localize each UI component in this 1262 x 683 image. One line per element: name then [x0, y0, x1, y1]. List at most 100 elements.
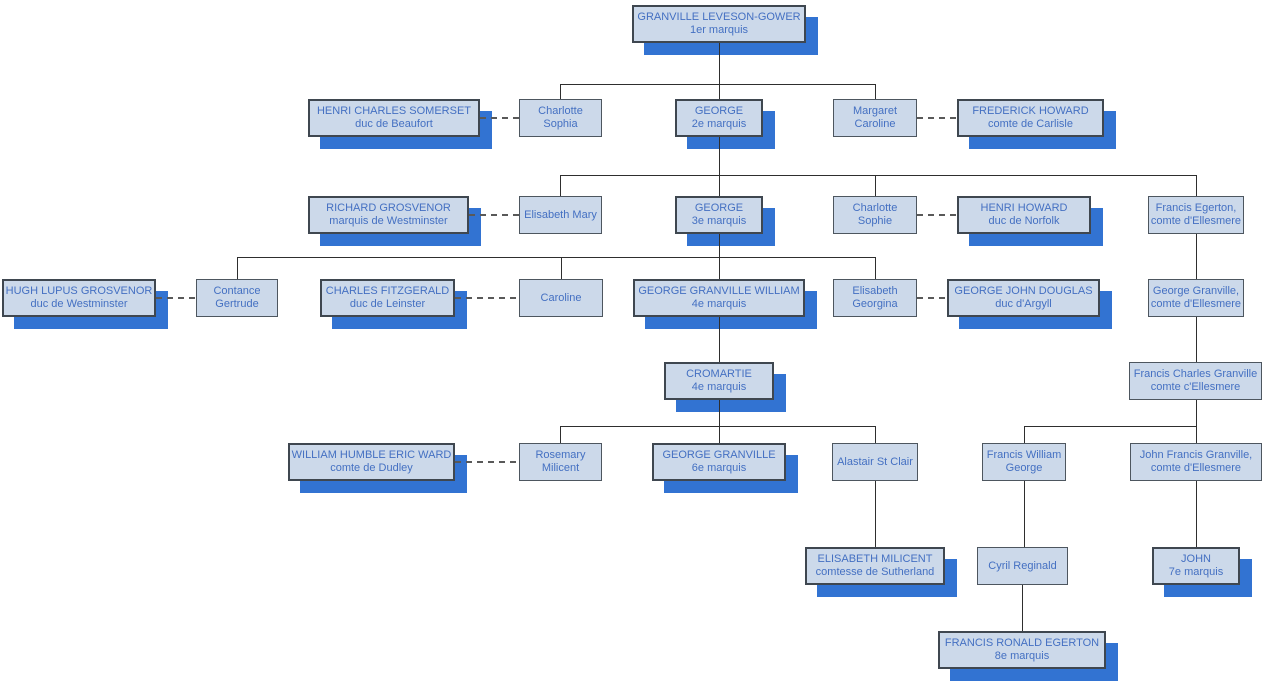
- person-title: 6e marquis: [691, 462, 747, 474]
- descent-connector-line: [719, 317, 720, 362]
- person-name: HUGH LUPUS GROSVENOR: [5, 285, 153, 297]
- person-node-cyril-reginald[interactable]: Cyril Reginald: [977, 547, 1068, 585]
- person-name: WILLIAM HUMBLE ERIC WARD: [291, 449, 452, 461]
- marriage-dashed-line: [156, 297, 196, 299]
- person-title: duc de Westminster: [30, 298, 128, 310]
- person-title: Sophie: [857, 215, 893, 227]
- person-title: comte d'Ellesmere: [1150, 298, 1242, 310]
- marriage-dashed-line: [455, 297, 519, 299]
- person-name: GEORGE: [694, 105, 744, 117]
- descent-connector-line: [1196, 400, 1197, 426]
- person-name: Cyril Reginald: [988, 559, 1057, 572]
- descent-connector-line: [719, 137, 720, 175]
- person-title: comte d'Ellesmere: [1150, 462, 1242, 474]
- person-title: 3e marquis: [691, 215, 747, 227]
- person-name: FRANCIS RONALD EGERTON: [944, 637, 1100, 649]
- person-name: HENRI CHARLES SOMERSET: [316, 105, 472, 117]
- person-title: comtesse de Sutherland: [815, 566, 935, 578]
- person-title: Milicent: [541, 462, 580, 474]
- person-title: duc de Beaufort: [355, 118, 433, 130]
- descent-connector-line: [719, 400, 720, 426]
- descent-connector-line: [560, 426, 875, 427]
- person-title: Georgina: [852, 298, 898, 310]
- person-title: duc d'Argyll: [995, 298, 1052, 310]
- person-node-george-granville-ellesmere[interactable]: George Granville,comte d'Ellesmere: [1148, 279, 1244, 317]
- person-node-john-francis-granville[interactable]: John Francis Granville,comte d'Ellesmere: [1130, 443, 1262, 481]
- person-node-alastair-st-clair[interactable]: Alastair St Clair: [832, 443, 918, 481]
- person-name: Alastair St Clair: [837, 455, 913, 468]
- person-name: HENRI HOWARD: [980, 202, 1068, 214]
- descent-connector-line: [560, 175, 561, 196]
- person-name: ELISABETH MILICENT: [817, 553, 933, 565]
- person-title: George: [1005, 462, 1043, 474]
- person-title: comte d'Ellesmere: [1150, 215, 1242, 227]
- descent-connector-line: [1196, 317, 1197, 362]
- descent-connector-line: [237, 257, 238, 279]
- person-title: 2e marquis: [691, 118, 747, 130]
- descent-connector-line: [1022, 585, 1023, 631]
- person-node-elisabeth-mary[interactable]: Elisabeth Mary: [519, 196, 602, 234]
- descent-connector-line: [1196, 426, 1197, 443]
- person-name: Margaret: [852, 105, 898, 117]
- descent-connector-line: [875, 84, 876, 99]
- person-name: Elisabeth Mary: [524, 208, 597, 221]
- descent-connector-line: [1024, 426, 1196, 427]
- person-node-caroline[interactable]: Caroline: [519, 279, 603, 317]
- person-name: Charlotte: [852, 202, 898, 214]
- descent-connector-line: [719, 257, 720, 279]
- descent-connector-line: [719, 175, 720, 196]
- descent-connector-line: [719, 43, 720, 84]
- descent-connector-line: [1196, 234, 1197, 279]
- descent-connector-line: [1024, 426, 1025, 443]
- person-title: duc de Leinster: [349, 298, 426, 310]
- person-name: Francis William: [986, 449, 1062, 461]
- person-title: 4e marquis: [691, 298, 747, 310]
- marriage-dashed-line: [917, 297, 947, 299]
- person-name: Charlotte: [538, 105, 583, 117]
- person-title: marquis de Westminster: [329, 215, 448, 227]
- descent-connector-line: [719, 84, 720, 99]
- descent-connector-line: [560, 84, 875, 85]
- person-name: GEORGE: [694, 202, 744, 214]
- person-node-francis-egerton[interactable]: Francis Egerton,comte d'Ellesmere: [1148, 196, 1244, 234]
- descent-connector-line: [875, 257, 876, 279]
- descent-connector-line: [875, 426, 876, 443]
- person-name: George Granville,: [1152, 285, 1240, 297]
- person-title: duc de Norfolk: [988, 215, 1060, 227]
- descent-connector-line: [875, 175, 876, 196]
- person-name: CHARLES FITZGERALD: [325, 285, 450, 297]
- person-name: GEORGE GRANVILLE WILLIAM: [638, 285, 800, 297]
- marriage-dashed-line: [917, 214, 957, 216]
- person-title: comte de Dudley: [330, 462, 413, 474]
- person-title: 1er marquis: [689, 24, 749, 36]
- descent-connector-line: [560, 84, 561, 99]
- person-name: GEORGE JOHN DOUGLAS: [954, 285, 1093, 297]
- marriage-dashed-line: [480, 117, 519, 119]
